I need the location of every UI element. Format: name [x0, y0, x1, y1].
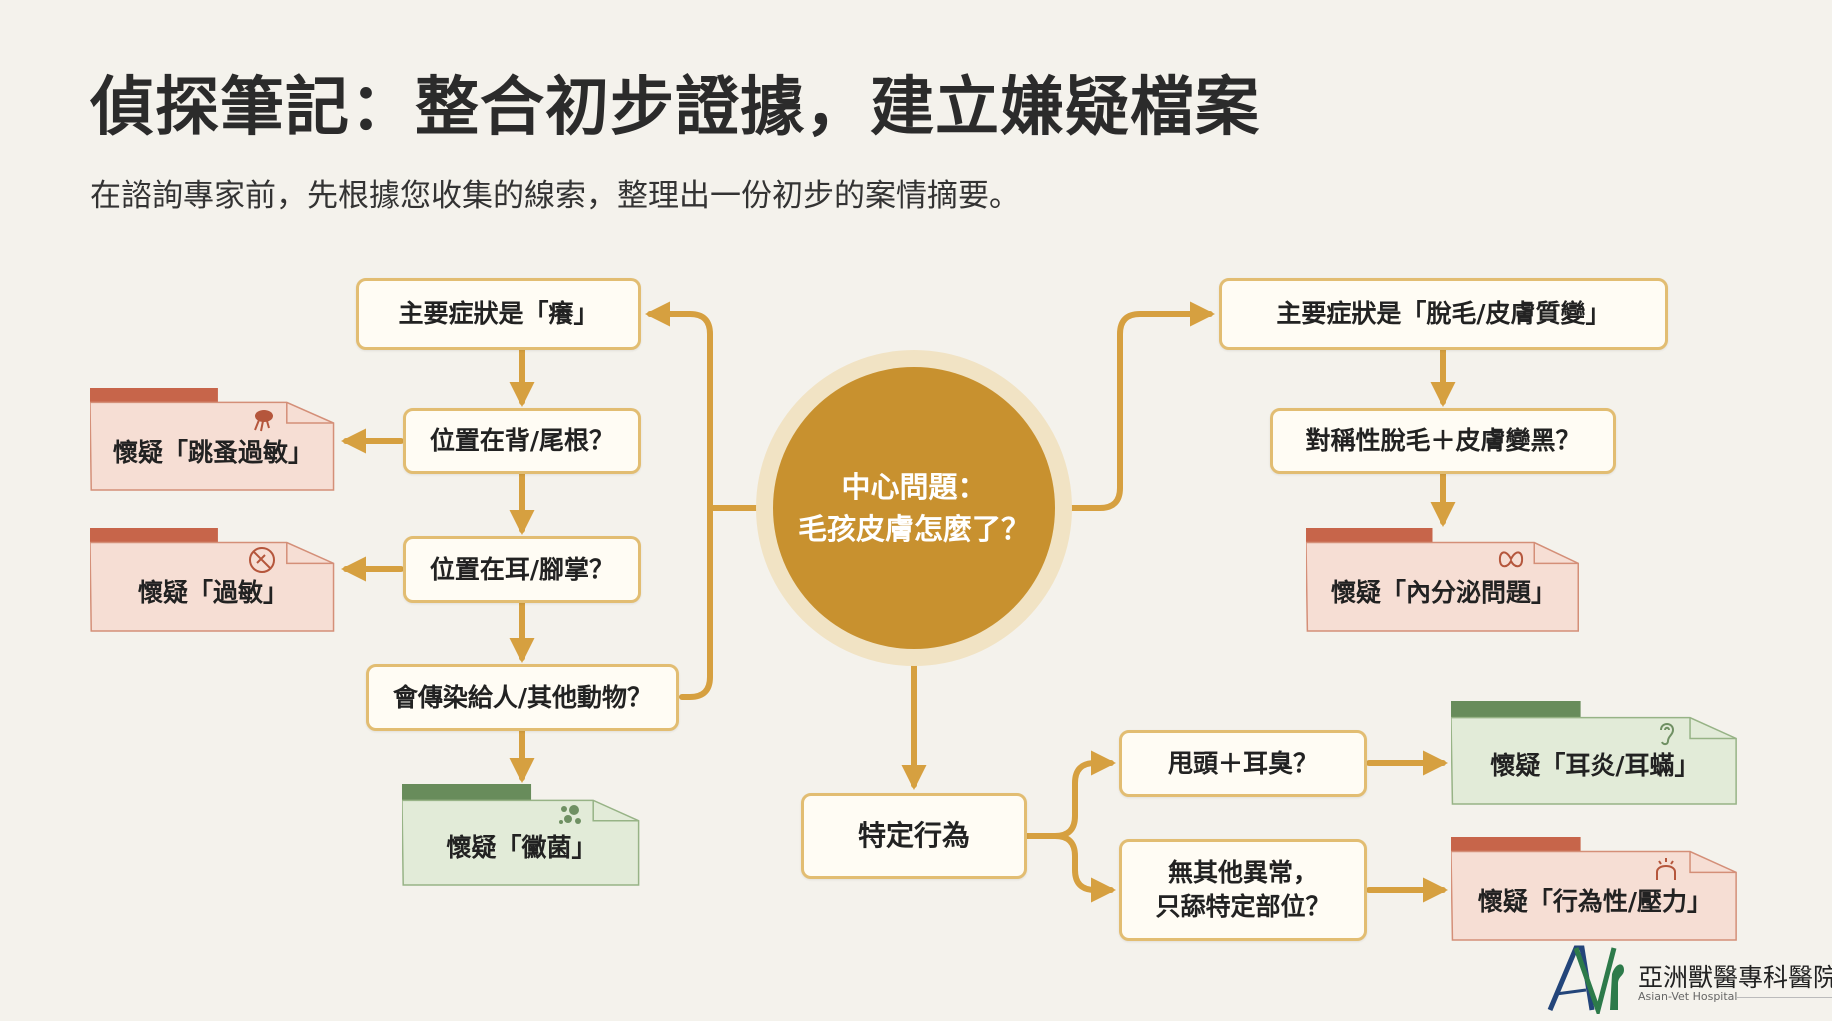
suspect-label: 懷疑「耳炎/耳蟎」 — [1490, 751, 1700, 781]
central-question-node: 中心問題： 毛孩皮膚怎麼了？ — [756, 350, 1072, 666]
back-tail-question-node: 位置在背/尾根？ — [403, 408, 641, 474]
page-subtitle: 在諮詢專家前，先根據您收集的線索，整理出一份初步的案情摘要。 — [90, 178, 1020, 214]
licking-question-line2: 只舔特定部位？ — [1155, 892, 1331, 921]
itch-symptom-node: 主要症狀是「癢」 — [356, 278, 641, 350]
suspect-file-allergy: 懷疑「過敏」 — [90, 528, 336, 632]
suspect-label: 懷疑「行為性/壓力」 — [1477, 887, 1713, 917]
stress-head-icon — [1656, 857, 1677, 880]
flea-icon — [254, 410, 273, 432]
fungus-spores-icon — [558, 805, 581, 825]
suspect-file-flea-allergy: 懷疑「跳蚤過敏」 — [90, 388, 336, 491]
suspect-file-endocrine: 懷疑「內分泌問題」 — [1306, 528, 1581, 632]
suspect-file-fungus: 懷疑「黴菌」 — [402, 784, 641, 886]
licking-question-node: 無其他異常， 只舔特定部位？ — [1119, 839, 1367, 941]
central-question-line2: 毛孩皮膚怎麼了？ — [797, 512, 1030, 546]
suspect-label: 懷疑「內分泌問題」 — [1330, 578, 1556, 608]
suspect-file-ear-infection: 懷疑「耳炎/耳蟎」 — [1451, 701, 1739, 805]
suspect-label: 懷疑「過敏」 — [137, 578, 288, 608]
hospital-name-en: Asian-Vet Hospital — [1638, 990, 1738, 1003]
ear-icon — [1660, 722, 1675, 745]
suspect-label: 懷疑「黴菌」 — [446, 833, 597, 863]
contagious-question-node: 會傳染給人/其他動物？ — [366, 664, 679, 731]
hairloss-symptom-node: 主要症狀是「脫毛/皮膚質變」 — [1219, 278, 1668, 350]
licking-question-line1: 無其他異常， — [1167, 858, 1318, 888]
head-shaking-question-node: 甩頭＋耳臭？ — [1119, 730, 1367, 797]
suspect-label: 懷疑「跳蚤過敏」 — [112, 437, 313, 467]
av-logo-mark — [1547, 945, 1624, 1014]
ear-paw-question-node: 位置在耳/腳掌？ — [403, 536, 641, 603]
symmetric-hairloss-question-node: 對稱性脫毛＋皮膚變黑？ — [1270, 408, 1616, 474]
hospital-name-zh: 亞洲獸醫專科醫院 — [1638, 963, 1832, 992]
specific-behavior-node: 特定行為 — [801, 793, 1027, 879]
hospital-logo: 亞洲獸醫專科醫院 Asian-Vet Hospital — [1546, 944, 1832, 1014]
central-question-line1: 中心問題： — [841, 469, 987, 504]
suspect-file-behavioral: 懷疑「行為性/壓力」 — [1451, 837, 1739, 941]
thyroid-icon — [1498, 551, 1524, 567]
logo-divider — [1736, 997, 1832, 998]
allergy-icon — [248, 546, 275, 573]
page-title: 偵探筆記：整合初步證據，建立嫌疑檔案 — [90, 71, 1260, 145]
